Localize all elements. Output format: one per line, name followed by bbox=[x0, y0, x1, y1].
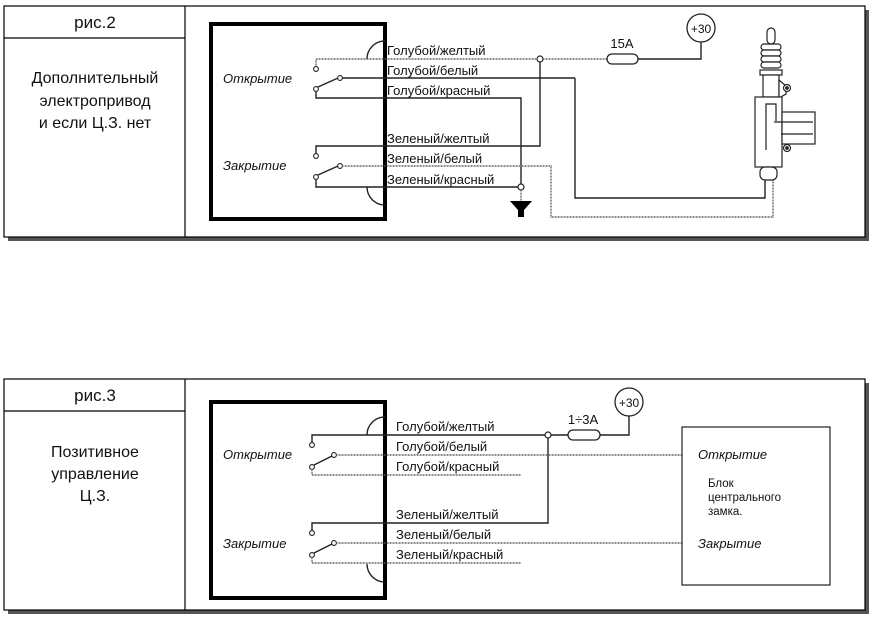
block-open-label: Открытие bbox=[698, 447, 767, 462]
fuse-icon bbox=[606, 53, 639, 65]
figure-description-line: электропривод bbox=[39, 93, 151, 110]
wire-label: Зеленый/желтый bbox=[396, 507, 499, 522]
figure-description-line: управление bbox=[51, 466, 139, 483]
connector-arc-top bbox=[366, 40, 386, 60]
relay-open bbox=[313, 58, 575, 187]
wire-label: Зеленый/желтый bbox=[387, 131, 490, 146]
power-wire bbox=[600, 416, 630, 436]
central-lock-block bbox=[681, 426, 831, 586]
power-terminal-icon bbox=[614, 387, 644, 417]
power-label: +30 bbox=[691, 22, 712, 36]
block-title-line: центрального bbox=[708, 492, 781, 504]
connector-arc-bottom bbox=[366, 186, 386, 206]
block-close-label: Закрытие bbox=[698, 536, 761, 551]
relay-close bbox=[309, 435, 682, 564]
wire-label: Голубой/красный bbox=[387, 83, 490, 98]
relay-close bbox=[313, 59, 774, 218]
ground-node bbox=[517, 183, 525, 191]
wire-label: Зеленый/красный bbox=[387, 172, 494, 187]
wire-label: Голубой/красный bbox=[396, 459, 499, 474]
power-label: +30 bbox=[619, 396, 640, 410]
power-wire bbox=[638, 42, 702, 60]
fuse-icon bbox=[567, 429, 601, 441]
ground-icon bbox=[510, 201, 532, 217]
actuator-wire bbox=[574, 78, 766, 199]
wire-label: Зеленый/красный bbox=[396, 547, 503, 562]
module-open-label: Открытие bbox=[223, 71, 292, 86]
relay-open bbox=[309, 434, 682, 476]
wire-label: Голубой/белый bbox=[387, 63, 478, 78]
figure-caption: рис.2 bbox=[74, 13, 116, 32]
connector-arc-bottom bbox=[366, 563, 386, 583]
wire-label: Зеленый/белый bbox=[387, 151, 482, 166]
power-terminal-icon bbox=[686, 13, 716, 43]
module-close-label: Закрытие bbox=[223, 158, 286, 173]
figure-3-panel: рис.3 Позитивное управление Ц.З. Открыти… bbox=[3, 378, 869, 614]
wire-label: Голубой/желтый bbox=[396, 419, 495, 434]
door-lock-actuator-icon bbox=[754, 27, 816, 181]
figure-description-line: Дополнительный bbox=[32, 70, 159, 87]
figure-description-line: Позитивное bbox=[51, 444, 139, 461]
figure-2-panel: рис.2 Дополнительный электропривод и есл… bbox=[3, 5, 869, 241]
fuse-label: 15A bbox=[610, 36, 633, 51]
block-title-line: замка. bbox=[708, 506, 742, 518]
block-title-line: Блок bbox=[708, 478, 735, 490]
figure-caption: рис.3 bbox=[74, 386, 116, 405]
junction-node bbox=[536, 55, 544, 63]
alarm-module-box bbox=[209, 22, 387, 221]
alarm-module-box bbox=[209, 400, 387, 600]
module-open-label: Открытие bbox=[223, 447, 292, 462]
figure-description-line: Ц.З. bbox=[80, 488, 110, 505]
module-close-label: Закрытие bbox=[223, 536, 286, 551]
fuse-label: 1÷3A bbox=[568, 412, 599, 427]
figure-description-line: и если Ц.З. нет bbox=[39, 115, 152, 132]
wire-label: Голубой/белый bbox=[396, 439, 487, 454]
connector-arc-top bbox=[366, 416, 386, 436]
junction-node bbox=[544, 431, 552, 439]
wire-label: Голубой/желтый bbox=[387, 43, 486, 58]
wire-label: Зеленый/белый bbox=[396, 527, 491, 542]
